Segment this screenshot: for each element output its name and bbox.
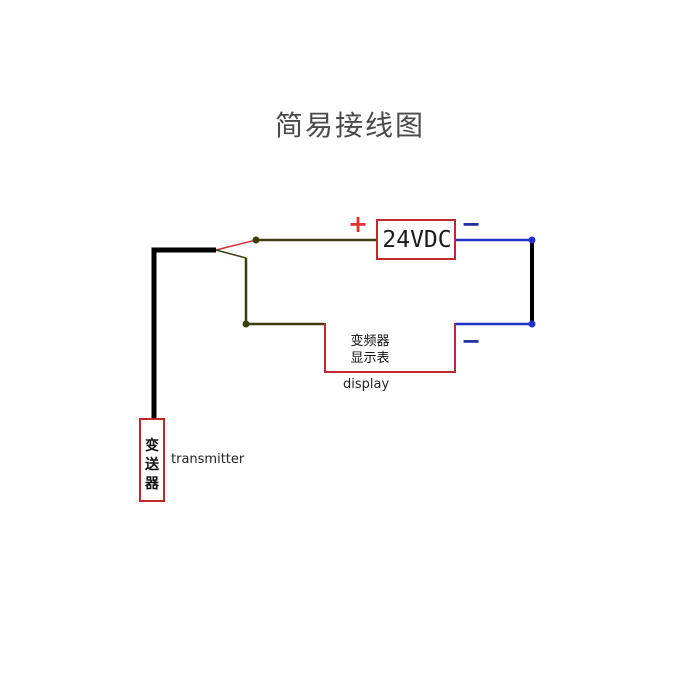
transmitter-box (139, 418, 165, 502)
junction-node (252, 236, 260, 244)
red-lead (215, 239, 257, 251)
display-text: 变频器 显示表 (340, 333, 400, 367)
display-caption: display (343, 377, 390, 392)
junction-node (528, 320, 536, 328)
power-supply-label: 24VDC (382, 227, 452, 253)
transmitter-text: 变 送 器 (140, 437, 164, 494)
display-line1: 变频器 (350, 334, 390, 349)
display-minus-sign: − (461, 327, 482, 355)
transmitter-line3: 器 (145, 476, 159, 492)
transmitter-line1: 变 (145, 438, 159, 454)
transmitter-line2: 送 (145, 457, 159, 473)
transmitter-cable (151, 247, 216, 418)
power-supply-box (376, 219, 456, 260)
diagram-title: 简易接线图 (274, 109, 425, 142)
olive-lead (215, 249, 247, 259)
display-line2: 显示表 (350, 351, 390, 366)
psu-minus-sign: − (461, 210, 482, 238)
junction-node (242, 320, 250, 328)
display-box (324, 323, 456, 373)
transmitter-caption: transmitter (171, 452, 245, 467)
wire-to-display (244, 258, 324, 326)
junction-node (528, 236, 536, 244)
plus-terminal-sign: + (348, 210, 369, 238)
